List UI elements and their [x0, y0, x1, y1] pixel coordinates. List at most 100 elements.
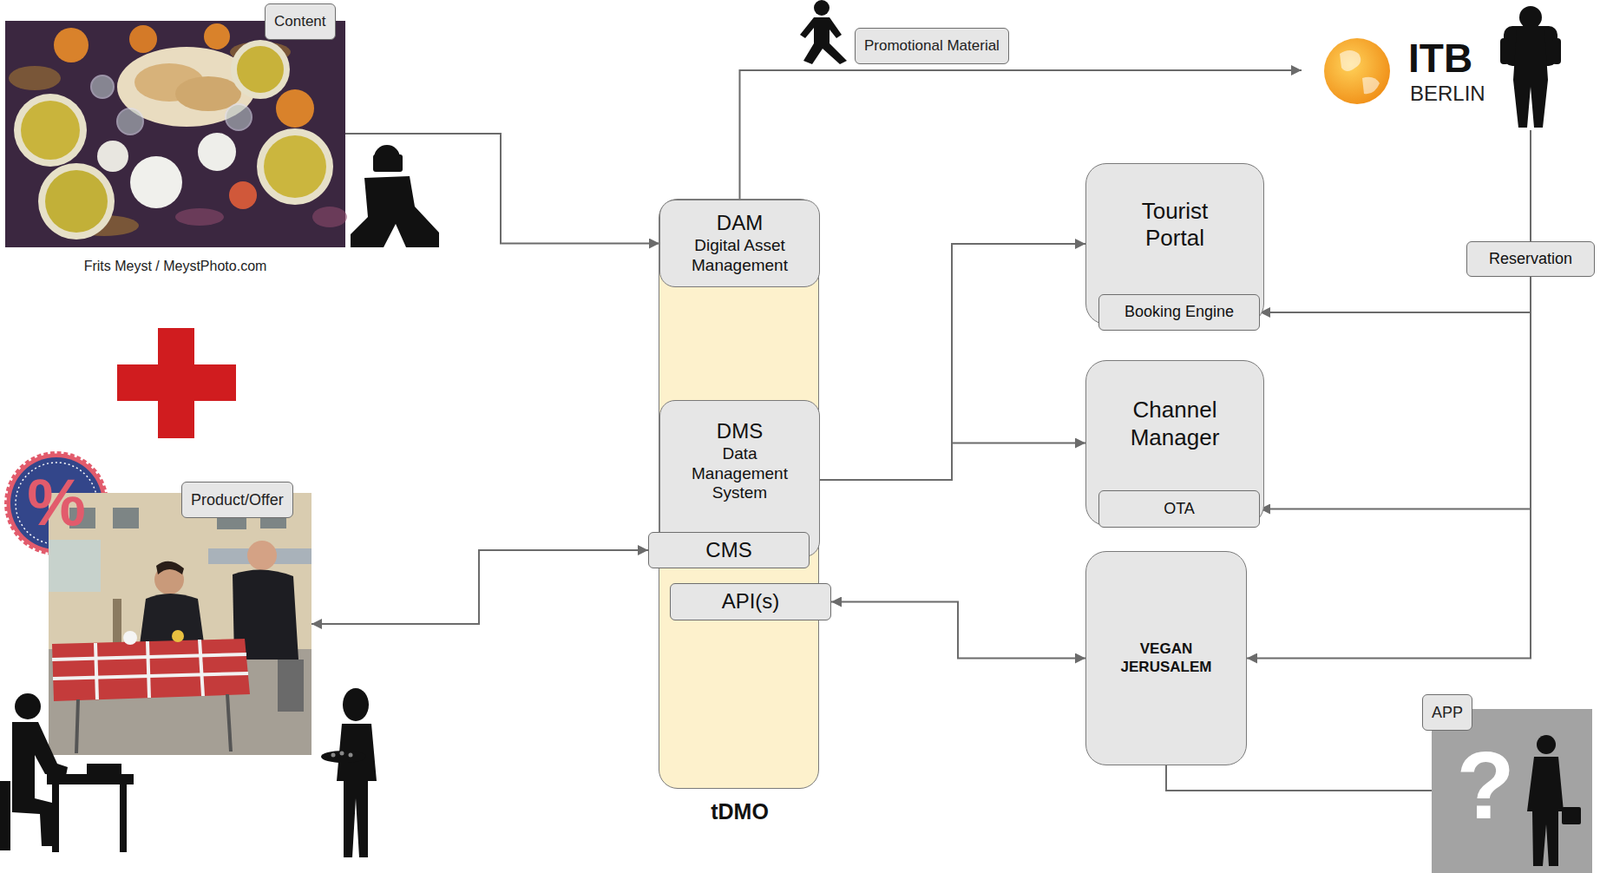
food-photo	[236, 45, 284, 93]
module-tag: OTA	[1098, 490, 1260, 528]
food-photo	[20, 100, 80, 160]
badge-symbol: %	[13, 469, 100, 536]
traveler-figure	[1519, 6, 1542, 29]
logo-node: ITBBERLIN	[1301, 34, 1480, 109]
app-picture	[1527, 734, 1581, 866]
connector-arrow	[1259, 276, 1531, 313]
box-title: VEGAN JERUSALEM	[1112, 640, 1221, 676]
app-picture	[1561, 806, 1581, 825]
waiter-figure	[342, 688, 369, 722]
flow-tag: Reservation	[1466, 241, 1595, 277]
connector-arrow	[831, 602, 1086, 659]
system-box: Tourist PortalBooking Engine	[1085, 163, 1265, 325]
photographer-figure	[373, 154, 403, 172]
app-picture	[1536, 734, 1556, 755]
food-photo	[230, 39, 290, 99]
process-box: DAMDigital Asset Management	[659, 199, 820, 288]
app-picture	[1527, 756, 1564, 866]
waiter-figure	[336, 723, 377, 858]
photographer-figure	[350, 144, 440, 248]
market-photo	[199, 639, 204, 696]
walker-figure	[800, 17, 847, 65]
system-box: VEGAN JERUSALEM	[1085, 550, 1247, 766]
traveler-figure	[1513, 29, 1548, 128]
leader-line	[1529, 130, 1532, 242]
market-photo	[147, 641, 150, 698]
manager-figure	[86, 763, 122, 774]
tag-label: Reservation	[1488, 249, 1573, 269]
group-band: tDMODAMDigital Asset ManagementDMSData M…	[658, 198, 820, 789]
photo-credit: Frits Meyst / MeystPhoto.com	[5, 258, 346, 275]
food-photo	[175, 208, 224, 226]
food-photo	[229, 181, 257, 210]
market-photo	[52, 639, 249, 700]
market-photo	[52, 673, 249, 679]
connector-arrow	[1259, 276, 1531, 510]
food-photo	[38, 163, 115, 240]
food-photo	[45, 170, 108, 233]
connector-arrow	[1166, 765, 1432, 791]
market-photo	[247, 540, 277, 571]
market-photo	[277, 659, 304, 712]
connector-arrow	[819, 243, 1086, 480]
manager-figure	[0, 693, 134, 853]
walker-figure	[813, 0, 830, 16]
food-photo	[263, 135, 327, 198]
waiter-figure	[331, 753, 336, 758]
walker-figure	[800, 0, 847, 65]
photo-node: Product/Offer	[48, 492, 312, 755]
food-photo	[129, 25, 158, 53]
waiter-figure	[321, 750, 367, 763]
module-tag: Booking Engine	[1098, 294, 1260, 331]
food-photo	[5, 20, 346, 248]
module-tag: CMS	[648, 531, 810, 569]
app-picture	[1431, 708, 1593, 873]
waiter-figure	[331, 751, 354, 758]
food-photo	[117, 108, 144, 135]
group-title: tDMO	[659, 798, 820, 825]
food-photo	[5, 20, 348, 248]
market-photo	[227, 694, 231, 752]
logo-subtext: BERLIN	[1409, 81, 1486, 107]
photo-node: Content	[5, 20, 346, 248]
market-photo	[112, 598, 122, 647]
connector-arrow	[1246, 276, 1531, 659]
connector-arrow	[311, 550, 649, 624]
manager-figure	[119, 784, 127, 853]
waiter-figure	[340, 751, 345, 756]
itb-globe	[1324, 38, 1391, 105]
manager-figure	[52, 784, 60, 853]
manager-figure	[46, 773, 134, 785]
app-picture	[1431, 708, 1593, 873]
waiter-figure	[348, 753, 354, 758]
plus-symbol	[117, 364, 237, 401]
market-photo	[48, 539, 101, 592]
tag-label: OTA	[1163, 499, 1195, 519]
food-photo	[197, 132, 237, 171]
manager-figure	[14, 693, 41, 720]
market-photo	[76, 694, 231, 754]
food-photo	[312, 206, 348, 228]
box-title: DAM	[716, 210, 763, 237]
food-photo	[91, 75, 114, 99]
market-photo	[95, 642, 98, 700]
system-box: Channel ManagerOTA	[1085, 360, 1265, 526]
connector-arrow	[819, 443, 1086, 481]
food-photo	[275, 89, 315, 128]
food-photo	[130, 156, 183, 209]
market-photo	[76, 699, 79, 754]
module-tag: API(s)	[669, 583, 832, 621]
market-photo	[52, 638, 250, 702]
tag-label: APP	[1422, 694, 1473, 731]
food-photo	[13, 93, 87, 167]
question-mark: ?	[1450, 737, 1521, 833]
tag-label: CMS	[705, 537, 752, 564]
manager-figure	[0, 780, 11, 851]
traveler-figure	[1500, 38, 1509, 65]
tag-label: API(s)	[721, 589, 781, 615]
box-title: DMS	[716, 419, 763, 445]
box-body: Digital Asset Management	[675, 236, 806, 276]
tag-label: Booking Engine	[1124, 302, 1234, 322]
food-photo	[8, 65, 61, 91]
